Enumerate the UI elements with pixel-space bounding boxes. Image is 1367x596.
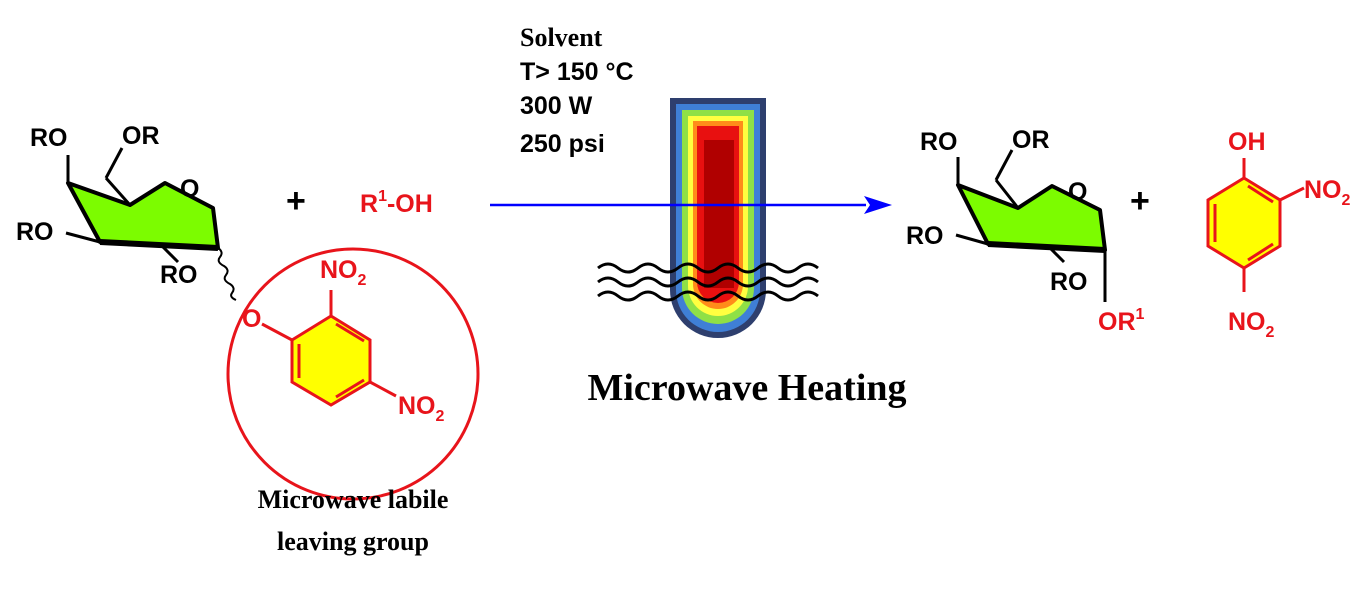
reaction-arrow [490,196,892,214]
phenol-no2-para: NO2 [1228,308,1275,341]
reactant-ro-bottom: RO [160,261,198,289]
phenol-aromatic-ring [1206,176,1282,270]
reactant-or-top: OR [122,122,160,150]
leaving-group-aromatic-ring [290,314,372,407]
condition-power: 300 W [520,92,593,120]
plus-sign-right: + [1130,182,1150,220]
reactant-ro-left: RO [16,218,54,246]
plus-sign-left: + [286,182,306,220]
leaving-group-circle [226,247,480,501]
microwave-waves-icon [597,262,819,302]
condition-temperature: T> 150 °C [520,58,634,86]
leaving-group-no2-top: NO2 [320,256,367,289]
dinitrophenol-product: OH NO2 NO2 [1206,128,1351,341]
leaving-group-no2-para: NO2 [398,392,445,425]
product-glycoside: RO OR O RO RO OR1 [906,126,1145,336]
reactant-glycoside: RO OR O RO RO [16,122,237,301]
product-ro-bottom: RO [1050,268,1088,296]
leaving-group-oxygen: O [242,305,261,333]
leaving-group-caption-line1: Microwave labile [258,485,449,514]
phenol-no2-ortho: NO2 [1304,176,1351,209]
condition-solvent: Solvent [520,23,603,52]
leaving-group-caption-line2: leaving group [277,527,429,556]
condition-pressure: 250 psi [520,130,605,158]
phenol-oh: OH [1228,128,1266,156]
microwave-heating-caption: Microwave Heating [587,367,906,409]
reactant-ro-top: RO [30,124,68,152]
product-ro-top: RO [920,128,958,156]
product-ring-oxygen: O [1068,178,1087,206]
alcohol-acceptor: R1-OH [360,188,433,218]
product-anomeric-or1: OR1 [1098,306,1145,336]
microwave-tube-icon [670,98,766,338]
leaving-group: O NO2 NO2 [226,247,480,501]
product-ro-left: RO [906,222,944,250]
product-or-top: OR [1012,126,1050,154]
reactant-ring-oxygen: O [180,175,199,203]
